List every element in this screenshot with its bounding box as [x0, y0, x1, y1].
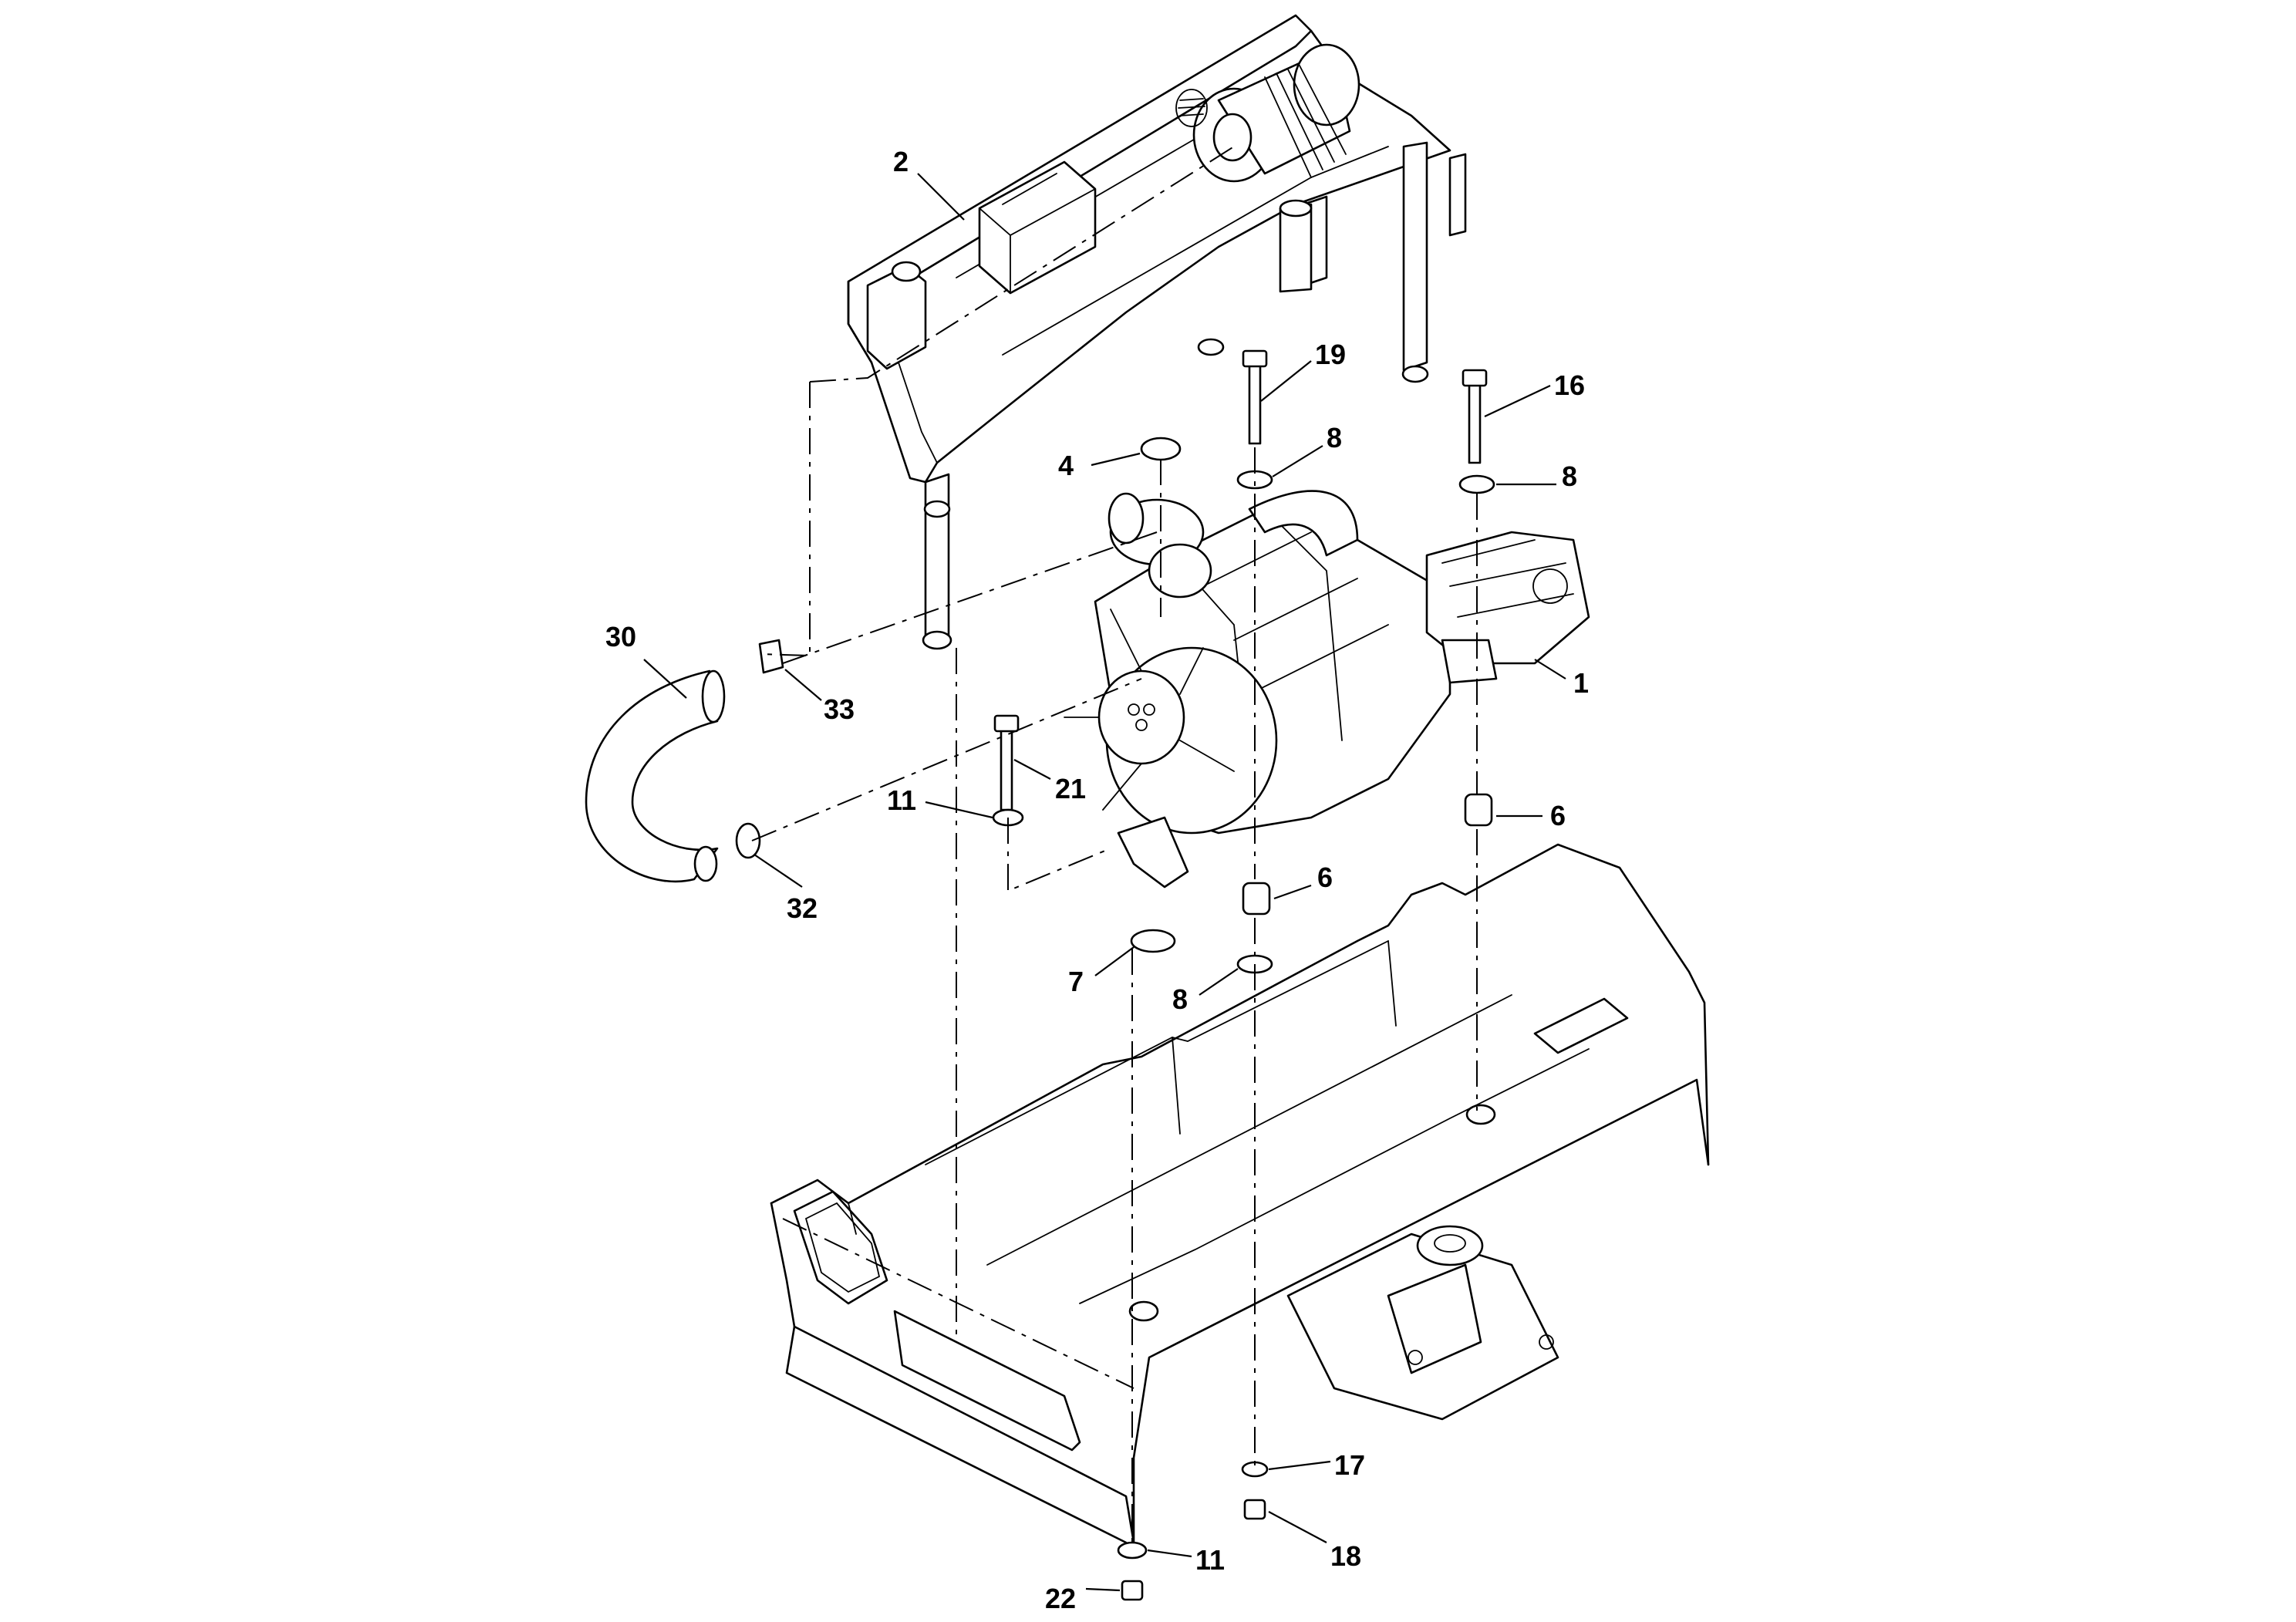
hose-assembly [585, 639, 784, 883]
engine-assembly [1064, 490, 1590, 889]
engine-cowl-assembly [847, 14, 1467, 650]
callout-8: 8 [1562, 460, 1577, 492]
callout-leaders [643, 173, 1566, 1592]
callout-4: 4 [1058, 450, 1074, 481]
callout-30: 30 [605, 621, 636, 653]
callout-6: 6 [1317, 862, 1333, 893]
callout-16: 16 [1554, 369, 1585, 401]
callout-19: 19 [1315, 339, 1346, 370]
callout-8: 8 [1172, 983, 1188, 1015]
callout-labels: 2 19 16 8 4 8 1 30 33 21 11 6 6 32 7 8 1… [605, 146, 1589, 1614]
callout-17: 17 [1334, 1449, 1365, 1481]
callout-8: 8 [1327, 422, 1342, 454]
callout-21: 21 [1055, 773, 1086, 804]
callout-2: 2 [893, 146, 909, 177]
callout-22: 22 [1045, 1583, 1076, 1614]
callout-32: 32 [787, 892, 818, 924]
machine-frame [770, 843, 1710, 1544]
callout-1: 1 [1573, 667, 1589, 699]
callout-11: 11 [1195, 1544, 1225, 1576]
hose-clamp-32 [735, 822, 761, 859]
fasteners [992, 349, 1495, 1601]
assembly-lines [751, 146, 1478, 1543]
callout-33: 33 [824, 693, 855, 725]
callout-18: 18 [1330, 1540, 1361, 1572]
hose-clamp-33 [758, 639, 784, 674]
callout-11: 11 [887, 784, 916, 816]
callout-6: 6 [1550, 800, 1566, 831]
callout-7: 7 [1068, 966, 1084, 997]
